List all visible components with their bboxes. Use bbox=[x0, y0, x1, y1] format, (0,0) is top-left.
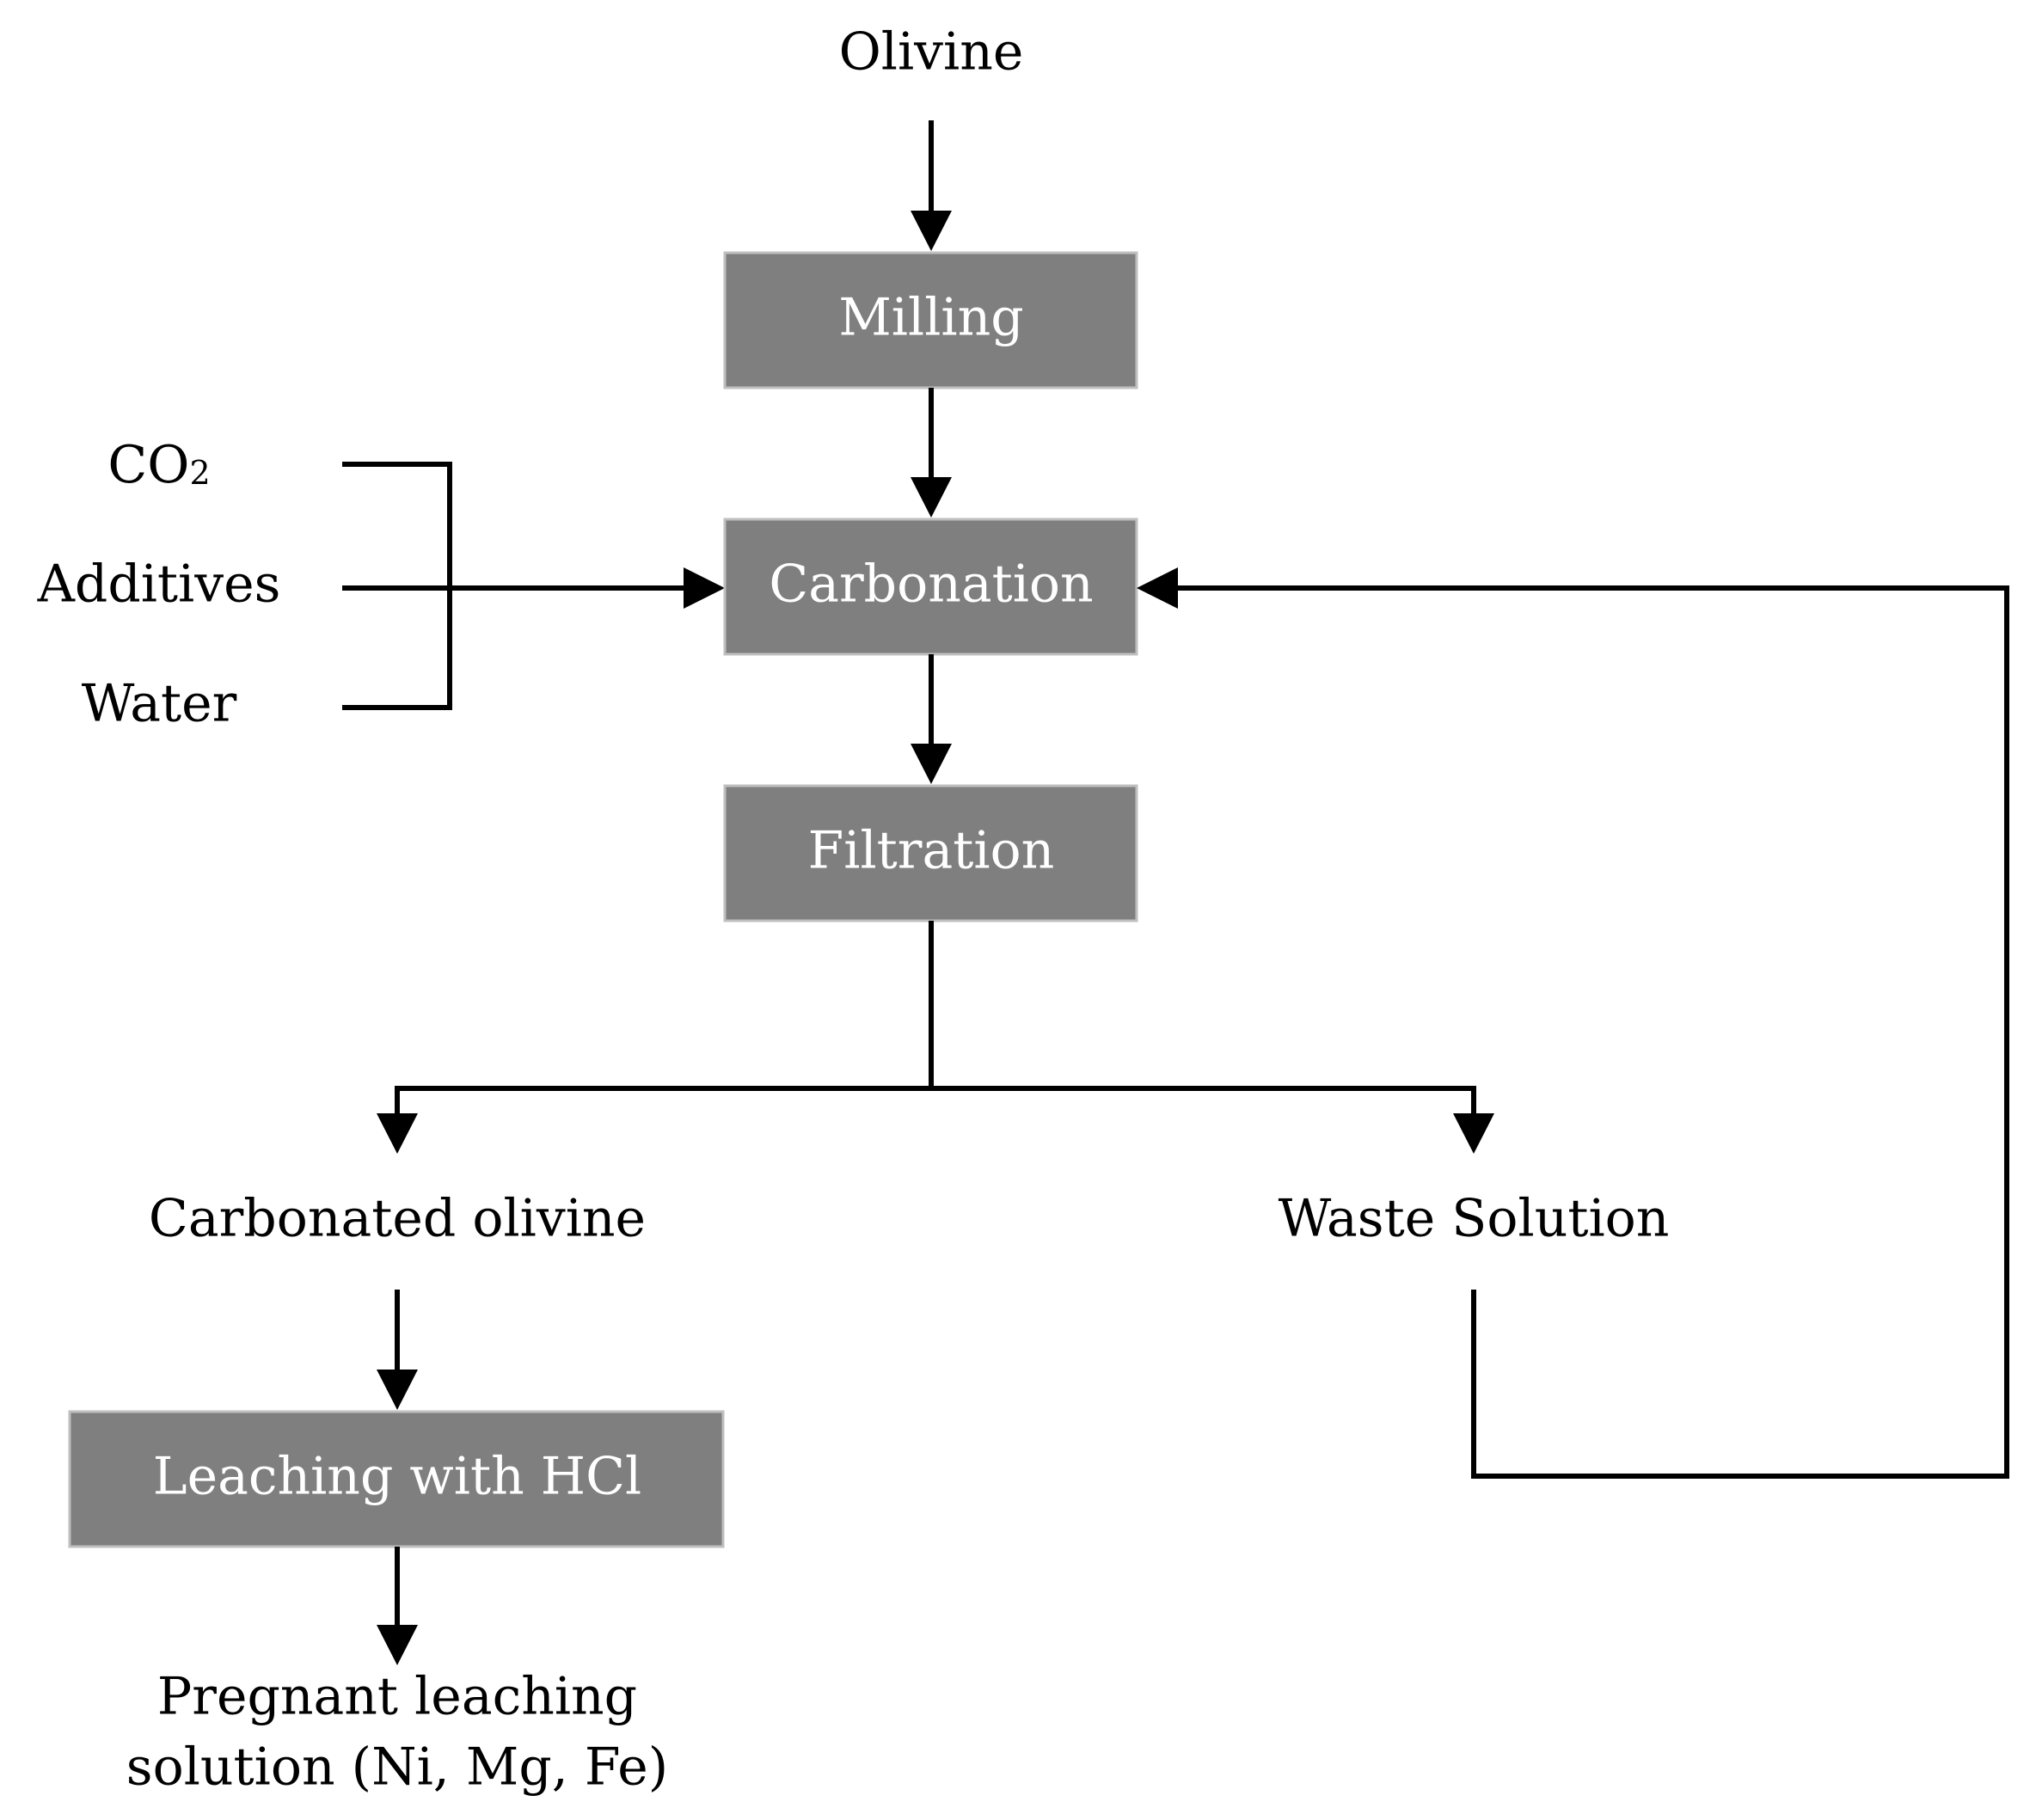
arrow-leaching-to-solution-head bbox=[377, 1625, 418, 1665]
filtration-box bbox=[723, 784, 1138, 922]
leaching-box bbox=[68, 1410, 725, 1548]
carbonated-olivine-label: Carbonated olivine bbox=[149, 1189, 646, 1249]
arrow-olivine-to-milling-head bbox=[911, 211, 952, 251]
filtration-label: Filtration bbox=[808, 821, 1055, 881]
arrow-carbonation-to-filtration-head bbox=[911, 744, 952, 784]
co2-label: CO2 bbox=[107, 435, 210, 495]
recycle-loop-head bbox=[1137, 567, 1178, 609]
additives-label: Additives bbox=[37, 555, 281, 615]
leaching-label: Leaching with HCl bbox=[153, 1447, 641, 1507]
arrow-inputs-to-carbonation-head bbox=[684, 567, 725, 609]
co2-main-text: CO bbox=[107, 435, 189, 495]
arrow-olivine-to-leaching-head bbox=[377, 1370, 418, 1410]
recycle-loop-line bbox=[1174, 585, 2009, 1479]
co2-subscript-text: 2 bbox=[189, 454, 210, 492]
pregnant-solution-line1: Pregnant leaching bbox=[157, 1667, 637, 1727]
carbonation-label: Carbonation bbox=[769, 555, 1093, 615]
split-to-waste-solution-head bbox=[1453, 1113, 1494, 1154]
water-label: Water bbox=[82, 674, 237, 734]
arrow-milling-to-carbonation-head bbox=[911, 477, 952, 518]
milling-label: Milling bbox=[838, 288, 1023, 348]
split-to-carbonated-olivine-line bbox=[395, 1086, 931, 1118]
split-to-waste-solution-line bbox=[931, 1086, 1476, 1118]
split-to-carbonated-olivine-head bbox=[377, 1113, 418, 1154]
pregnant-solution-line2: solution (Ni, Mg, Fe) bbox=[126, 1737, 668, 1798]
waste-solution-label: Waste Solution bbox=[1279, 1189, 1670, 1249]
olivine-label: Olivine bbox=[839, 22, 1024, 83]
